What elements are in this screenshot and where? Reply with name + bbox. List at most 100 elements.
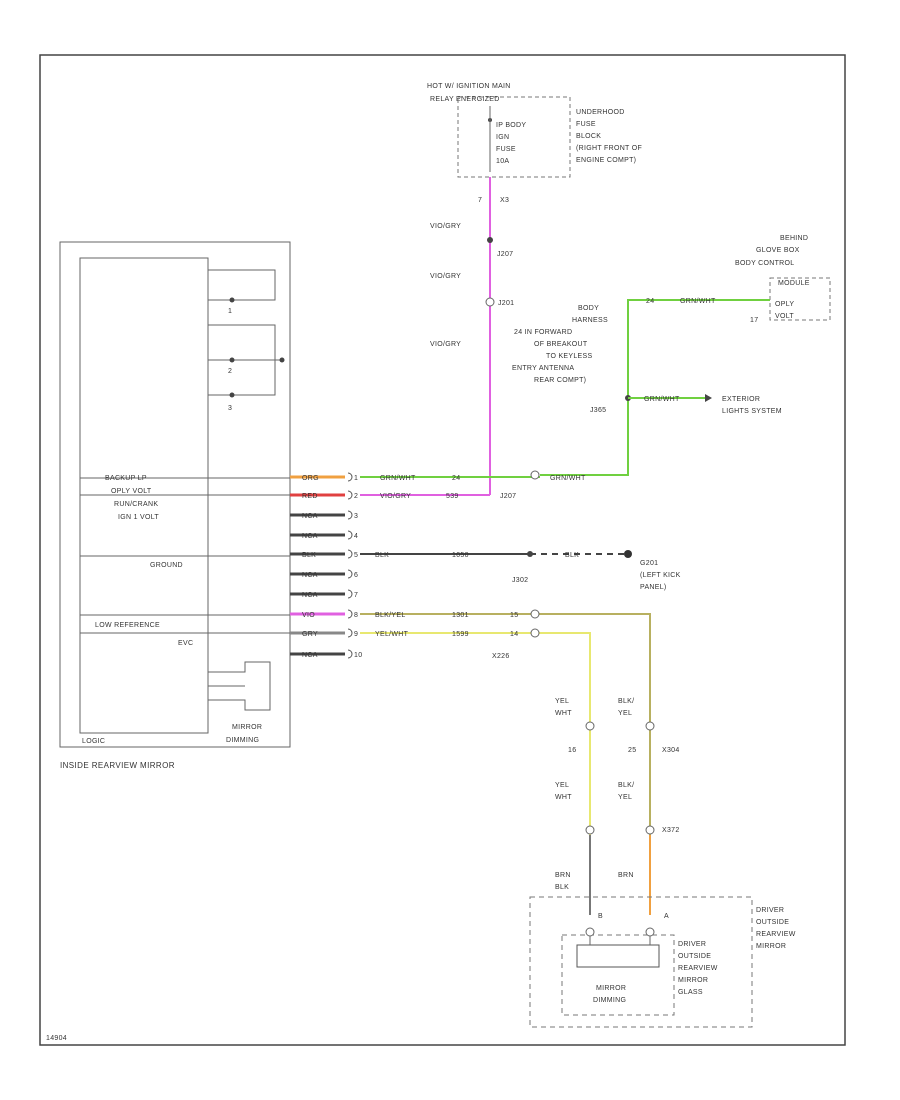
pin-wire-label-10: NCA (302, 652, 318, 659)
bcm-ckt-label: 24 (646, 298, 654, 305)
pin-wire-label-9: GRY (302, 631, 318, 638)
fuse-label-4: 10A (496, 158, 509, 165)
pin-number-5: 5 (354, 552, 358, 559)
svg-text:J207: J207 (500, 493, 516, 500)
svg-text:BLK/: BLK/ (618, 782, 634, 789)
fuse-block-label-2: FUSE (576, 121, 596, 128)
splice-j207-label: J207 (497, 251, 513, 258)
pin-number-6: 6 (354, 572, 358, 579)
switch-2: 2 (208, 324, 285, 396)
relay-label: RELAY ENERGIZED (430, 96, 500, 103)
pin-label-backup: BACKUP LP (105, 475, 147, 482)
mirror-dimming-label-2: DIMMING (226, 737, 259, 744)
svg-text:BLK: BLK (555, 884, 569, 891)
pin-connector-8 (347, 609, 353, 619)
svg-text:YEL: YEL (618, 710, 632, 717)
pin-label-evc: EVC (178, 640, 193, 647)
mirror-logic-label: LOGIC (82, 738, 105, 745)
svg-text:YEL: YEL (555, 782, 569, 789)
switch-1: 1 (208, 269, 276, 315)
svg-text:REARVIEW: REARVIEW (678, 965, 718, 972)
svg-text:15: 15 (510, 612, 518, 619)
bcm-label-3: BODY CONTROL (735, 260, 794, 267)
exterior-arrow-icon (705, 394, 712, 402)
pin-label-oply-volt: OPLY VOLT (111, 488, 152, 495)
svg-text:DIMMING: DIMMING (593, 997, 626, 1004)
svg-text:1599: 1599 (452, 631, 469, 638)
pin-connector-10 (347, 649, 353, 659)
bcm-output-label-1: OPLY (775, 301, 794, 308)
pin-wire-label-8: VIO (302, 612, 315, 619)
grn-wht-backup-wire: 24 GRN/WHT BODY HARNESS 24 IN FORWARD OF… (512, 298, 782, 476)
svg-text:2: 2 (228, 368, 232, 375)
svg-text:YEL: YEL (555, 698, 569, 705)
pin-wire-label-6: NCA (302, 572, 318, 579)
pin-number-9: 9 (354, 631, 358, 638)
harness-note-4: OF BREAKOUT (534, 341, 588, 348)
pin-number-10: 10 (354, 652, 362, 659)
fuse-block-dashed-box (457, 96, 571, 178)
svg-text:BLK/YEL: BLK/YEL (375, 612, 406, 619)
svg-text:1: 1 (228, 308, 232, 315)
svg-text:BLK: BLK (375, 552, 389, 559)
vio-gry-label-2: VIO/GRY (430, 273, 461, 280)
svg-text:1301: 1301 (452, 612, 469, 619)
harness-note-5: TO KEYLESS (546, 353, 592, 360)
ground-g201-icon (624, 550, 632, 558)
pin-label-ign: IGN 1 VOLT (118, 514, 159, 521)
pin-number-4: 4 (354, 533, 358, 540)
svg-text:MIRROR: MIRROR (678, 977, 708, 984)
vio-gry-label-1: VIO/GRY (430, 223, 461, 230)
svg-text:3: 3 (228, 405, 232, 412)
pin-wire-label-5: BLK (302, 552, 316, 559)
svg-text:539: 539 (446, 493, 459, 500)
body-control-module: BEHIND GLOVE BOX BODY CONTROL MODULE OPL… (735, 235, 831, 324)
fuse-label-2: IGN (496, 134, 509, 141)
driver-outside-mirror: MIRROR DIMMING DRIVER OUTSIDE REARVIEW M… (529, 896, 795, 1028)
fuse-block-label-1: UNDERHOOD (576, 109, 625, 116)
mirror-dimming-label-1: MIRROR (232, 724, 262, 731)
mirror-glass-dashed-box (561, 934, 675, 1016)
svg-text:G201: G201 (640, 560, 658, 567)
svg-text:J302: J302 (512, 577, 528, 584)
hot-label: HOT W/ IGNITION MAIN (427, 83, 511, 90)
vio-gry-label-3: VIO/GRY (430, 341, 461, 348)
pin-connector-9 (347, 628, 353, 638)
bcm-label-1: BEHIND (780, 235, 808, 242)
svg-text:BLK: BLK (565, 552, 579, 559)
pin-connector-5 (347, 549, 353, 559)
footer-code: 14904 (46, 1035, 67, 1042)
exterior-label-2: LIGHTS SYSTEM (722, 408, 782, 415)
harness-note-6: ENTRY ANTENNA (512, 365, 574, 372)
fuse-block-label-3: BLOCK (576, 133, 601, 140)
underhood-fuse-block: HOT W/ IGNITION MAIN RELAY ENERGIZED IP … (427, 83, 642, 204)
inside-rearview-mirror: 1 2 3 BACKUP LP OPLY VOLT RUN/CRANK IGN … (59, 241, 291, 770)
vio-gry-feed-wire: VIO/GRY J207 VIO/GRY J201 VIO/GRY (430, 177, 514, 495)
svg-text:16: 16 (568, 747, 576, 754)
splice-j207-dot (487, 237, 493, 243)
svg-text:24: 24 (452, 475, 460, 482)
svg-text:DRIVER: DRIVER (756, 907, 784, 914)
svg-text:X226: X226 (492, 653, 510, 660)
bcm-wire-label: GRN/WHT (680, 298, 716, 305)
svg-text:A: A (664, 913, 669, 920)
bcm-label-4: MODULE (778, 280, 810, 287)
pin-number-1: 1 (354, 475, 358, 482)
pin-7-label: 7 (478, 197, 482, 204)
pin-label-ground: GROUND (150, 562, 183, 569)
driver-mirror-dashed-box (529, 896, 753, 1028)
pin-connector-4 (347, 530, 353, 540)
pin-wire-label-4: NCA (302, 533, 318, 540)
pin-number-8: 8 (354, 612, 358, 619)
svg-text:OUTSIDE: OUTSIDE (678, 953, 711, 960)
exterior-label-1: EXTERIOR (722, 396, 760, 403)
bcm-pin-label: 17 (750, 317, 758, 324)
svg-text:DRIVER: DRIVER (678, 941, 706, 948)
svg-text:25: 25 (628, 747, 636, 754)
mirror-title: INSIDE REARVIEW MIRROR (60, 761, 175, 770)
splice-j201-label: J201 (498, 300, 514, 307)
pin-wire-label-2: RED (302, 493, 318, 500)
svg-text:WHT: WHT (555, 794, 572, 801)
pin-connector-1 (347, 472, 353, 482)
